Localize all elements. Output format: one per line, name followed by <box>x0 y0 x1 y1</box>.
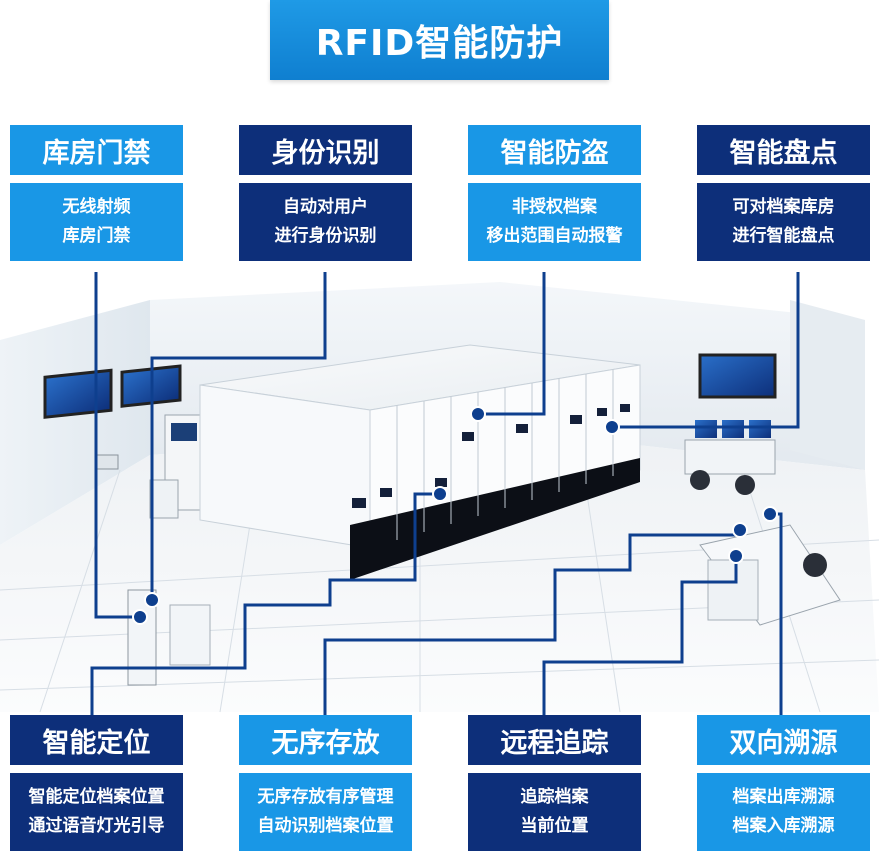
connector-lines <box>90 272 800 715</box>
right-wall <box>790 300 865 470</box>
feature-title: 双向溯源 <box>697 715 870 765</box>
feature-description: 无线射频 库房门禁 <box>10 183 183 261</box>
feature-line: 自动对用户 <box>283 197 368 217</box>
feature-description: 无序存放有序管理 自动识别档案位置 <box>239 773 412 851</box>
wall-screen-left-1 <box>43 368 113 419</box>
feature-line: 自动识别档案位置 <box>257 816 394 836</box>
feature-box-traceability: 双向溯源 档案出库溯源 档案入库溯源 <box>697 715 870 851</box>
feature-line: 无线射频 <box>62 197 131 217</box>
cabinet-dividers <box>396 369 614 540</box>
feature-title: 无序存放 <box>239 715 412 765</box>
office-chair <box>690 470 710 490</box>
feature-line: 进行智能盘点 <box>732 226 835 246</box>
feature-line: 非授权档案 <box>512 197 597 217</box>
feature-line: 无序存放有序管理 <box>257 787 394 807</box>
connector-dots <box>132 406 778 625</box>
feature-box-anti-theft: 智能防盗 非授权档案 移出范围自动报警 <box>468 125 641 261</box>
feature-description: 档案出库溯源 档案入库溯源 <box>697 773 870 851</box>
feature-line: 档案出库溯源 <box>732 787 835 807</box>
feature-box-inventory: 智能盘点 可对档案库房 进行智能盘点 <box>697 125 870 261</box>
feature-box-positioning: 智能定位 智能定位档案位置 通过语音灯光引导 <box>10 715 183 851</box>
wall-screen-right <box>698 353 777 399</box>
feature-line: 库房门禁 <box>62 226 131 246</box>
office-chair-2 <box>735 475 755 495</box>
feature-description: 非授权档案 移出范围自动报警 <box>468 183 641 261</box>
control-desk <box>684 439 776 475</box>
desk-chair <box>803 553 827 577</box>
feature-title: 智能防盗 <box>468 125 641 175</box>
feature-box-identity: 身份识别 自动对用户 进行身份识别 <box>239 125 412 261</box>
feature-description: 可对档案库房 进行智能盘点 <box>697 183 870 261</box>
feature-title: 身份识别 <box>239 125 412 175</box>
feature-line: 可对档案库房 <box>732 197 835 217</box>
feature-line: 通过语音灯光引导 <box>28 816 165 836</box>
cabinet-screens <box>352 404 630 508</box>
wall-panel <box>95 454 119 470</box>
feature-title: 智能定位 <box>10 715 183 765</box>
feature-line: 追踪档案 <box>520 787 589 807</box>
feature-line: 移出范围自动报警 <box>486 226 623 246</box>
feature-description: 智能定位档案位置 通过语音灯光引导 <box>10 773 183 851</box>
feature-line: 智能定位档案位置 <box>28 787 165 807</box>
feature-description: 追踪档案 当前位置 <box>468 773 641 851</box>
cabinet-side <box>199 384 371 549</box>
left-wall <box>0 300 150 545</box>
feature-line: 当前位置 <box>520 816 589 836</box>
feature-box-access-control: 库房门禁 无线射频 库房门禁 <box>10 125 183 261</box>
small-cabinet <box>149 479 179 519</box>
feature-box-random-storage: 无序存放 无序存放有序管理 自动识别档案位置 <box>239 715 412 851</box>
feature-title: 远程追踪 <box>468 715 641 765</box>
feature-line: 档案入库溯源 <box>732 816 835 836</box>
page-title: RFID智能防护 <box>270 0 609 80</box>
feature-description: 自动对用户 进行身份识别 <box>239 183 412 261</box>
feature-title: 库房门禁 <box>10 125 183 175</box>
cabinet-base <box>350 458 640 580</box>
feature-line: 进行身份识别 <box>274 226 377 246</box>
feature-box-remote-tracking: 远程追踪 追踪档案 当前位置 <box>468 715 641 851</box>
feature-title: 智能盘点 <box>697 125 870 175</box>
